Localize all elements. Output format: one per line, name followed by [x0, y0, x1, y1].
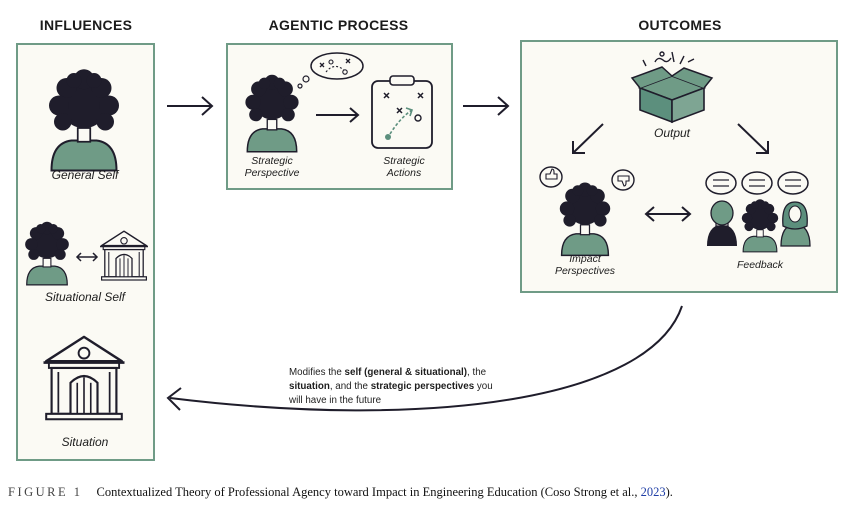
influences-heading: INFLUENCES: [39, 17, 133, 33]
strategic-perspective-label: Strategic Perspective: [232, 155, 312, 179]
clipboard-icon: [371, 75, 433, 149]
strategic-actions-label: Strategic Actions: [364, 155, 444, 179]
feedback-loop-arrow: [166, 305, 683, 412]
feedback-label: Feedback: [736, 259, 784, 271]
note-line-2: situation, and the strategic perspective…: [289, 380, 539, 394]
strategic-perspective-line2: Perspective: [244, 167, 300, 179]
figure-caption: FIGURE 1 Contextualized Theory of Profess…: [8, 485, 838, 500]
feedback-center-person-icon: [741, 198, 779, 253]
note-line-1: Modifies the self (general & situational…: [289, 366, 539, 380]
impact-perspectives-line1: Impact: [569, 253, 601, 265]
impact-person-icon: [559, 181, 611, 257]
situational-self-label: Situational Self: [44, 290, 126, 304]
general-self-label: General Self: [51, 168, 119, 182]
strategic-actions-line1: Strategic: [383, 155, 425, 167]
feedback-loop-note: Modifies the self (general & situational…: [289, 366, 539, 408]
note-bold-situation: situation: [289, 381, 330, 392]
note-text: , the: [467, 367, 487, 378]
citation-year-link[interactable]: 2023: [640, 485, 666, 499]
note-bold-perspectives: strategic perspectives: [370, 381, 475, 392]
situational-self-person-icon: [24, 221, 70, 286]
impact-feedback-two-way-arrow-icon: [644, 206, 692, 222]
note-text: you: [474, 381, 493, 392]
arrow-process-to-outcomes: [463, 96, 510, 116]
agentic-process-heading: AGENTIC PROCESS: [268, 17, 409, 33]
outcomes-heading: OUTCOMES: [638, 17, 722, 33]
strategic-perspective-line1: Strategic: [251, 155, 293, 167]
caption-text: Contextualized Theory of Professional Ag…: [96, 485, 641, 499]
arrow-to-impact: [572, 123, 604, 154]
output-box-icon: [630, 51, 714, 124]
impact-perspectives-label: Impact Perspectives: [545, 253, 625, 277]
arrow-influences-to-process: [167, 96, 214, 116]
general-self-person-icon: [48, 68, 120, 172]
output-label: Output: [653, 126, 691, 140]
situational-building-icon: [99, 230, 149, 281]
strategic-perspective-person-icon: [244, 73, 300, 153]
thumbs-up-bubble-icon: [539, 166, 563, 188]
arrow-right-icon: [316, 107, 360, 123]
impact-perspectives-line2: Perspectives: [554, 265, 616, 277]
thought-bubble-icon: [297, 52, 364, 89]
two-way-arrow-icon: [75, 252, 99, 262]
situation-label: Situation: [61, 435, 109, 449]
feedback-people-icon: [707, 200, 811, 247]
caption-end: ).: [665, 485, 673, 499]
note-bold-self: self (general & situational): [344, 367, 468, 378]
situation-building-icon: [42, 335, 126, 421]
strategic-actions-line2: Actions: [386, 167, 422, 179]
thumbs-down-bubble-icon: [611, 169, 635, 191]
note-line-3: will have in the future: [289, 395, 382, 406]
note-text: , and the: [329, 381, 371, 392]
note-text: Modifies the: [289, 367, 345, 378]
figure-label: FIGURE 1: [8, 485, 83, 499]
arrow-to-feedback: [737, 123, 769, 154]
feedback-speech-bubbles-icon: [705, 171, 809, 195]
